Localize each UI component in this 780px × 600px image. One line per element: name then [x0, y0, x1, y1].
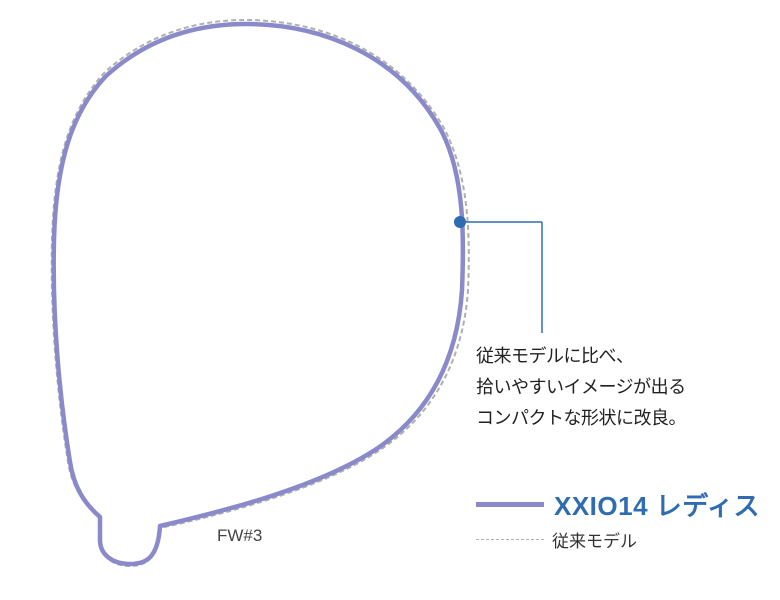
legend-item-new-model: XXIO14 レディス	[476, 486, 760, 523]
callout-line-3: コンパクトな形状に改良。	[476, 408, 687, 429]
old-model-outline	[50, 18, 470, 568]
model-label: FW#3	[217, 526, 263, 545]
callout-text: 従来モデルに比べ、 拾いやすいイメージが出る コンパクトな形状に改良。	[476, 341, 687, 434]
callout-line-1: 従来モデルに比べ、	[476, 346, 634, 367]
new-model-outline	[51, 21, 466, 567]
dashed-line-swatch-icon	[476, 539, 544, 540]
legend-new-model-label: XXIO14 レディス	[554, 491, 760, 521]
callout-line-2: 拾いやすいイメージが出る	[476, 377, 686, 398]
legend-item-old-model: 従来モデル	[476, 527, 637, 552]
solid-line-swatch-icon	[476, 502, 544, 507]
callout-point	[454, 216, 466, 228]
legend-old-model-label: 従来モデル	[552, 532, 637, 552]
